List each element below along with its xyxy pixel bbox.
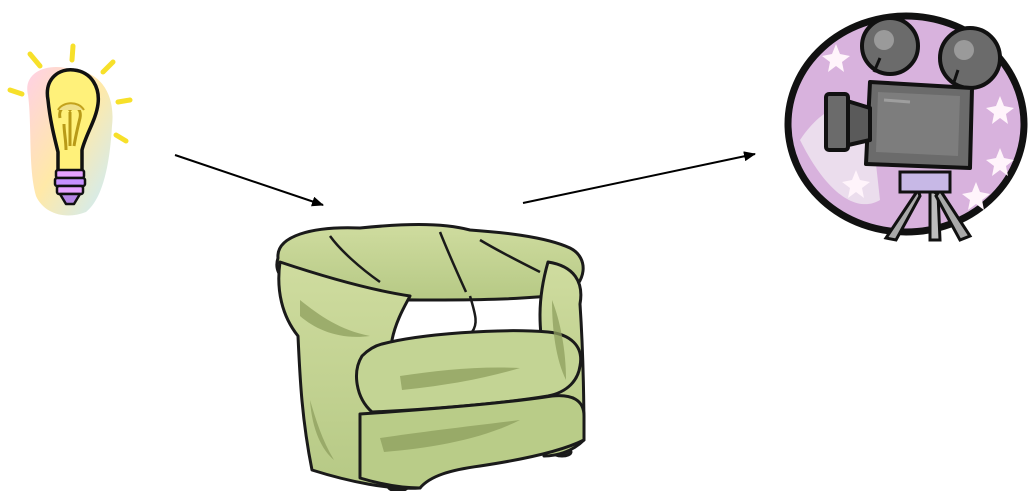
arrow-idea-to-couch <box>174 154 324 207</box>
movie-camera-icon <box>784 12 1028 242</box>
armchair-icon <box>275 223 586 491</box>
lightbulb-icon <box>7 43 133 216</box>
arrow-couch-to-movie <box>522 151 756 204</box>
